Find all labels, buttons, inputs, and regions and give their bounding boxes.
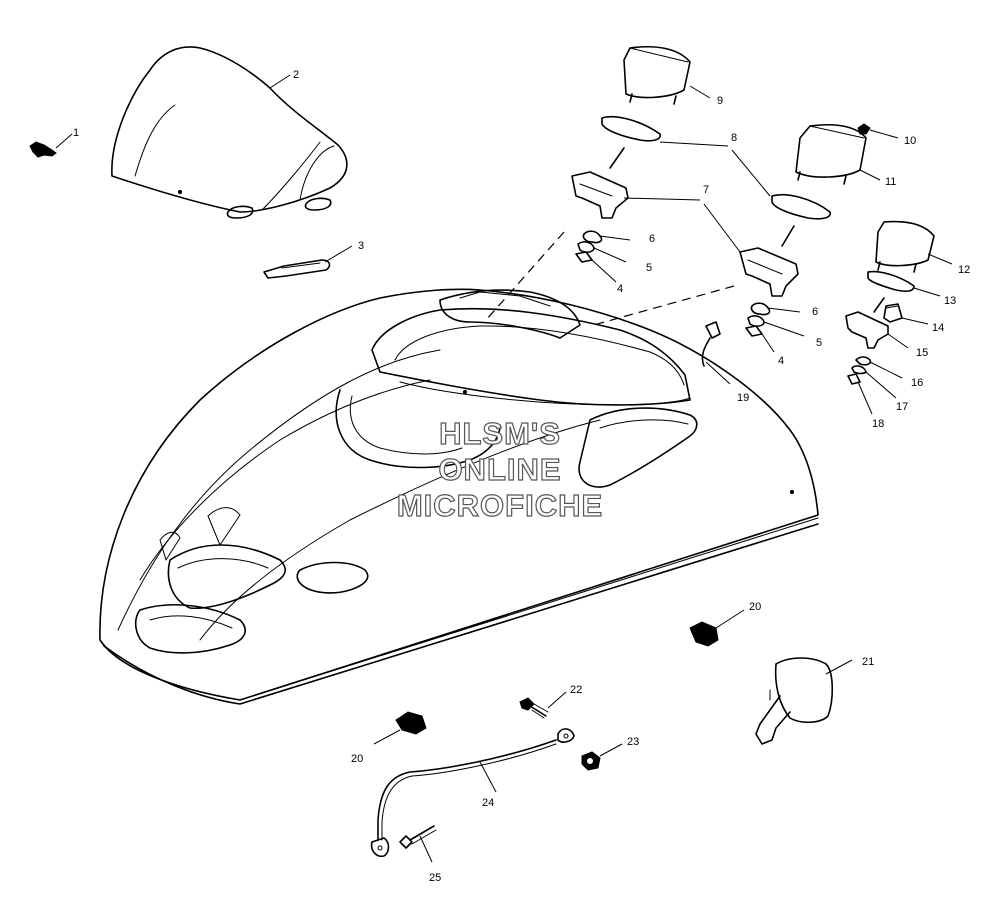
part-1-fastener <box>29 133 73 158</box>
part-7-bezel-b <box>703 203 799 297</box>
part-3-handle <box>263 245 353 279</box>
part-8-lens-ring-b <box>731 149 831 247</box>
callout-6b: 6 <box>812 306 818 318</box>
callout-23: 23 <box>627 736 639 748</box>
callout-17: 17 <box>896 401 908 413</box>
callout-11: 11 <box>885 176 896 188</box>
callout-1: 1 <box>73 127 79 139</box>
callout-9: 9 <box>717 95 723 107</box>
part-24-tether <box>370 728 575 858</box>
part-25-pin <box>399 825 437 863</box>
part-13-lens-ring-small <box>867 270 941 313</box>
part-20-clamp-b <box>373 711 427 745</box>
callout-5a: 5 <box>646 262 652 274</box>
callout-13: 13 <box>944 295 956 307</box>
callout-4a: 4 <box>617 283 623 295</box>
part-12-gauge-small <box>875 220 953 273</box>
hood-body <box>99 288 819 705</box>
part-22-bolt <box>519 691 567 719</box>
callout-20a: 20 <box>749 601 761 613</box>
callout-14: 14 <box>932 322 944 334</box>
part-9-gauge <box>623 45 711 105</box>
callout-16: 16 <box>911 377 923 389</box>
part-11-gauge <box>795 123 881 185</box>
callout-4b: 4 <box>778 355 784 367</box>
callout-7: 7 <box>703 184 709 196</box>
part-4-bulb-b <box>745 325 775 353</box>
part-20-clamp-a <box>689 609 745 647</box>
part-15-bezel-small <box>845 311 909 349</box>
dashed-assembly-lines <box>485 231 735 327</box>
part-8-lens-ring-a <box>601 116 729 169</box>
watermark-line-3: MICROFICHE <box>396 488 604 523</box>
callout-3: 3 <box>358 240 364 252</box>
part-17-washer-small <box>851 365 897 399</box>
callout-19: 19 <box>737 392 749 404</box>
callout-8: 8 <box>731 132 737 144</box>
callout-24: 24 <box>482 797 494 809</box>
callout-labels: 1 2 3 4 4 5 5 6 6 7 8 9 10 11 12 13 14 1… <box>73 69 970 884</box>
part-5-washer-b <box>747 315 805 337</box>
part-6-spring-b <box>750 302 801 316</box>
part-18-bulb-small <box>847 373 873 415</box>
callout-15: 15 <box>916 347 928 359</box>
callout-6a: 6 <box>649 233 655 245</box>
part-23-nut <box>581 743 623 771</box>
part-21-mirror <box>755 657 853 745</box>
part-5-washer-a <box>577 241 627 263</box>
callout-25: 25 <box>429 872 441 884</box>
callout-18: 18 <box>872 418 884 430</box>
callout-5b: 5 <box>816 337 822 349</box>
part-19-wire <box>701 321 731 385</box>
callout-21: 21 <box>862 656 874 668</box>
part-14-bulb-holder <box>883 303 929 325</box>
part-16-spring-small <box>855 356 903 379</box>
callout-10: 10 <box>904 135 916 147</box>
callout-2: 2 <box>293 69 299 81</box>
part-7-bezel-a <box>571 171 701 219</box>
part-6-spring-a <box>582 230 631 244</box>
part-2-windshield <box>111 46 348 219</box>
callout-12: 12 <box>958 264 970 276</box>
callout-20b: 20 <box>351 753 363 765</box>
part-4-bulb-a <box>575 251 617 283</box>
watermark-line-2: ONLINE <box>438 452 562 487</box>
callout-22: 22 <box>570 684 582 696</box>
watermark-line-1: HLSM'S <box>438 416 561 451</box>
